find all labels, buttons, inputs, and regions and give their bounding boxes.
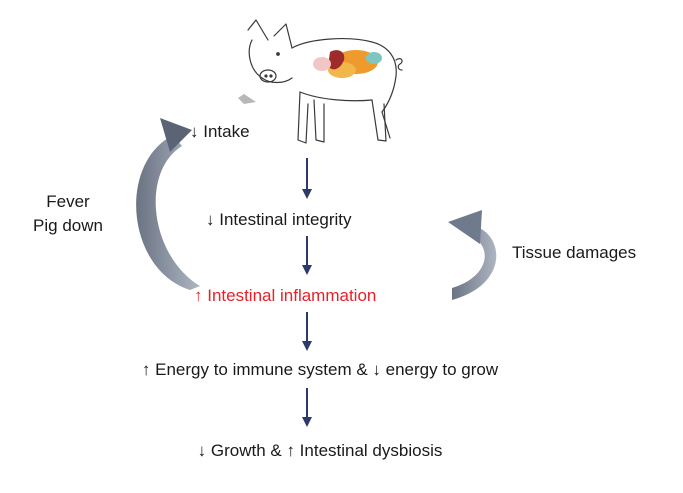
- down-arrows: [302, 158, 312, 427]
- right-loop-arrow: [448, 210, 497, 300]
- growth-dysbiosis-label: ↓ Growth & ↑ Intestinal dysbiosis: [197, 441, 443, 460]
- down-arrow-1: [302, 158, 312, 199]
- pig-illustration-icon: [247, 19, 403, 144]
- fever-label: Fever: [46, 192, 90, 211]
- sparkle-icon: [238, 94, 256, 104]
- pig-down-label: Pig down: [33, 216, 103, 235]
- down-arrow-3: [302, 312, 312, 351]
- down-arrow-4: [302, 388, 312, 427]
- intake-label: ↓ Intake: [190, 122, 250, 141]
- energy-allocation-label: ↑ Energy to immune system & ↓ energy to …: [141, 360, 499, 379]
- left-loop-arrow: [136, 118, 200, 290]
- organs-icon: [313, 50, 382, 78]
- intestinal-inflammation-label: ↑ Intestinal inflammation: [194, 286, 377, 305]
- tissue-damages-label: Tissue damages: [512, 243, 637, 262]
- intestinal-integrity-label: ↓ Intestinal integrity: [206, 210, 352, 229]
- down-arrow-2: [302, 236, 312, 275]
